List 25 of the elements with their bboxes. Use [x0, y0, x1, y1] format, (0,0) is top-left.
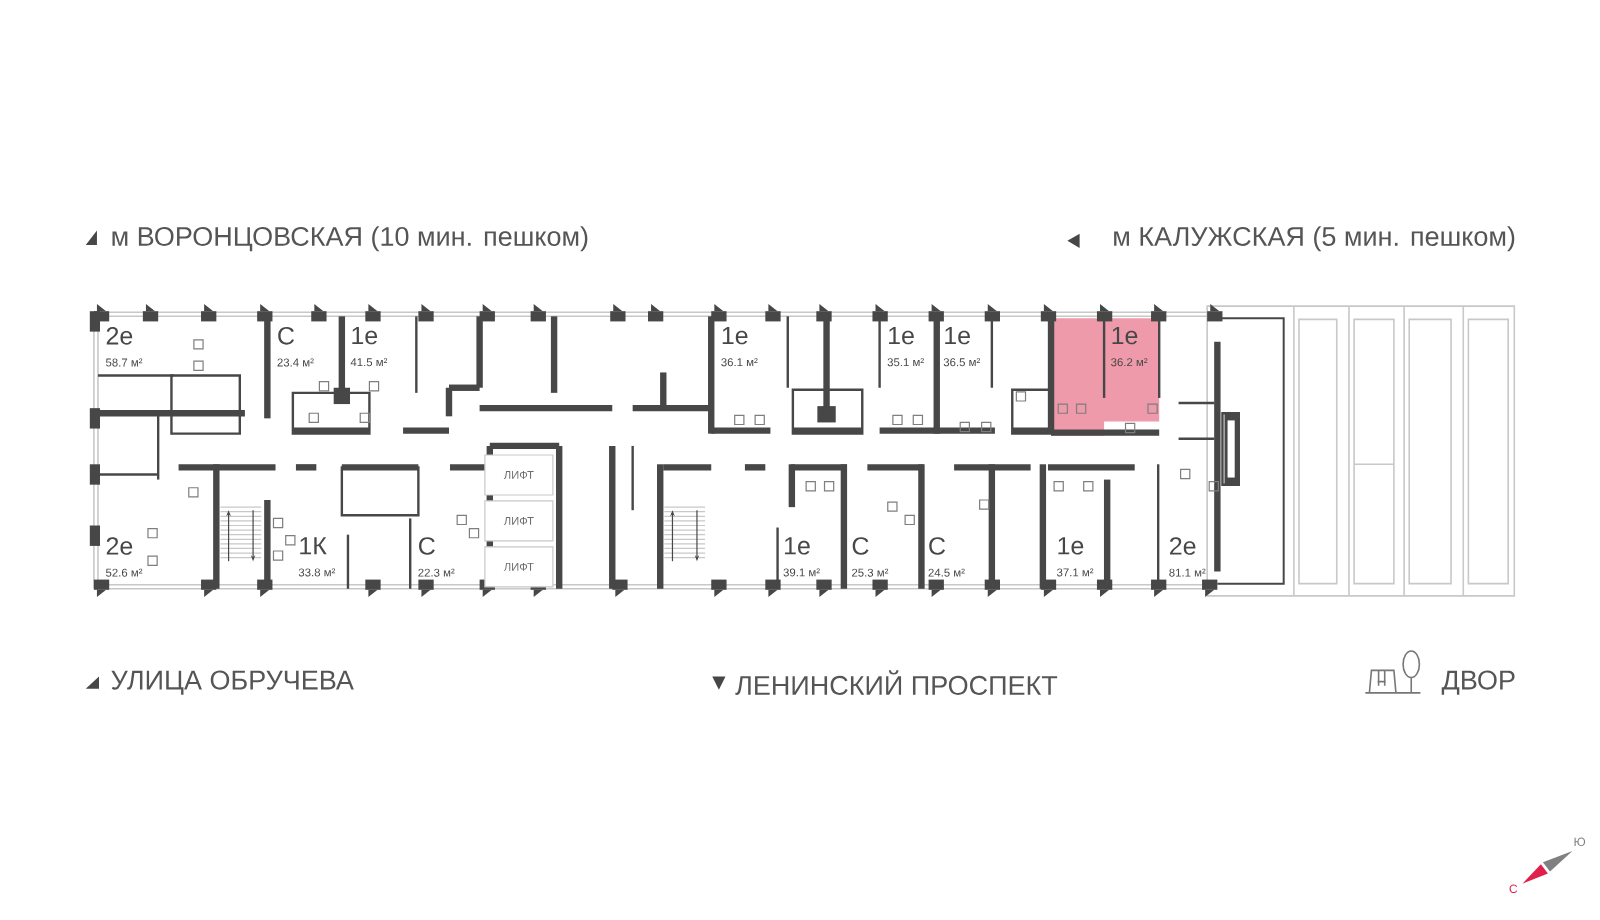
- apartment-label: 1К 33.8 м²: [298, 536, 336, 577]
- apartment-label: 1е 36.2 м²: [1111, 326, 1148, 367]
- apartment-label: 2е 81.1 м²: [1169, 536, 1206, 577]
- apartment-label: С 24.5 м²: [928, 536, 965, 577]
- apartment-label: 1е 36.1 м²: [721, 326, 758, 367]
- apartment-label: 1е 41.5 м²: [350, 326, 388, 367]
- compass-letter: Ю: [1574, 837, 1586, 846]
- metro-label: м КАЛУЖСКАЯ (5 мин. пешком): [1114, 226, 1515, 252]
- elevator-box: ЛИФТ: [484, 500, 554, 542]
- apartment-label: С 25.3 м²: [852, 536, 889, 577]
- apartment-label: 1е 36.5 м²: [943, 326, 981, 367]
- apartment-label: 1е 39.1 м²: [783, 536, 820, 577]
- elevator-box: ЛИФТ: [484, 546, 554, 588]
- apartment-label: 1е 35.1 м²: [887, 326, 924, 367]
- elevator-box: ЛИФТ: [484, 454, 554, 496]
- metro-label: м ВОРОНЦОВСКАЯ (10 мин. пешком): [112, 226, 588, 252]
- yard-label: ДВОР: [1441, 670, 1515, 695]
- apartment-label: С 22.3 м²: [418, 536, 455, 577]
- street-label: УЛИЦА ОБРУЧЕВА: [111, 670, 354, 695]
- apartment-label: 2е 58.7 м²: [106, 326, 143, 367]
- apartment-label: 2е 52.6 м²: [106, 536, 143, 577]
- compass-letter: С: [1509, 884, 1518, 893]
- apartment-label: 1е 37.1 м²: [1057, 536, 1094, 577]
- street-label: ЛЕНИНСКИЙ ПРОСПЕКТ: [735, 670, 1058, 695]
- apartment-label: С 23.4 м²: [277, 326, 314, 367]
